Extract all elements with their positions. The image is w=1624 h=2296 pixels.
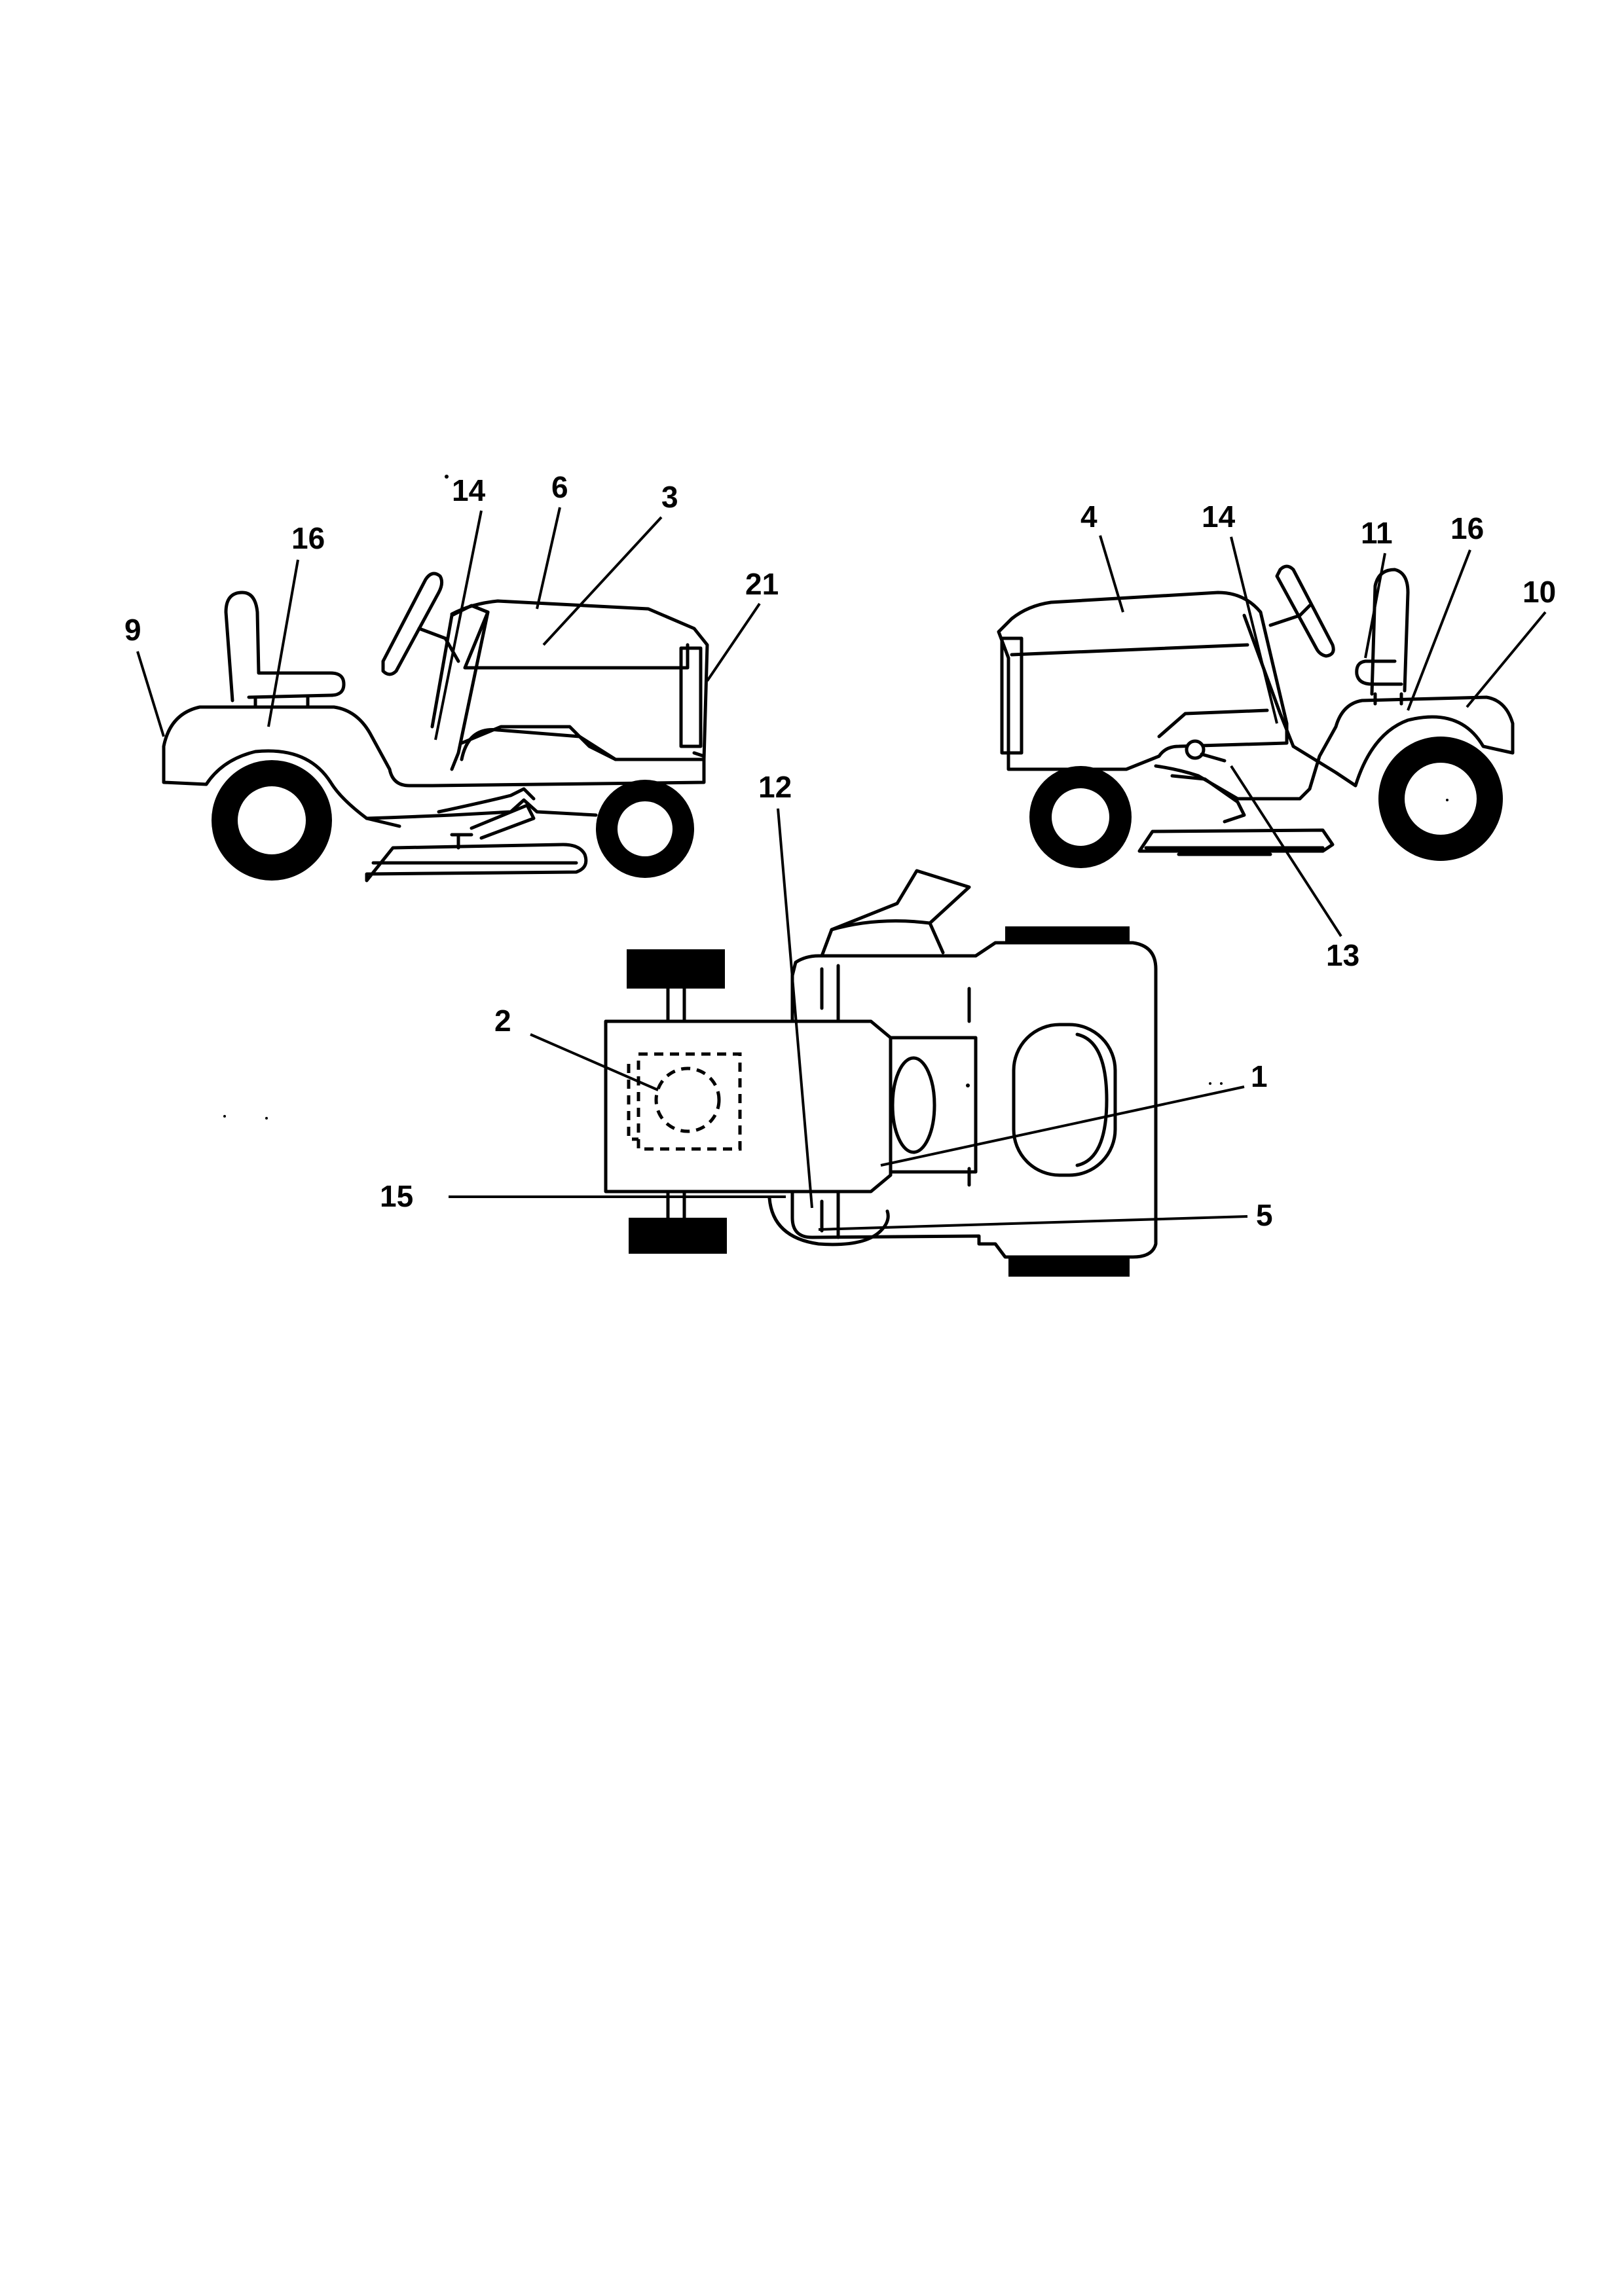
hood [997, 591, 1289, 771]
rear-fender [1291, 695, 1515, 801]
callout-label: 12 [758, 770, 792, 804]
front-wheel [1029, 766, 1132, 868]
body-outline [790, 941, 1158, 1259]
steering-wheel [381, 572, 460, 676]
rear-wheel [1005, 926, 1130, 943]
dash-tower [1242, 613, 1295, 748]
tractor-right-side-view [997, 564, 1515, 868]
mower-deck [1137, 774, 1335, 856]
discharge-chute [820, 869, 971, 958]
scan-specks [223, 475, 1449, 1120]
front-wheel [596, 780, 694, 878]
rear-fender [162, 705, 706, 828]
callout-label: 3 [661, 480, 678, 514]
hood-side-panel [1157, 708, 1269, 738]
dash-tower [430, 604, 490, 771]
callout-label: 14 [1202, 500, 1236, 534]
callout-label: 16 [291, 521, 325, 555]
steering-wheel [1268, 564, 1335, 658]
right-side-callouts: 4 14 11 16 10 13 [1080, 500, 1556, 972]
grille [1000, 636, 1024, 755]
callout-label: 21 [745, 567, 779, 601]
top-view-callouts: 12 2 1 15 5 [380, 770, 1273, 1232]
mower-deck [365, 787, 588, 883]
callout-label: 1 [1251, 1059, 1268, 1093]
dash-console [889, 1036, 978, 1174]
frame-rail [1154, 764, 1302, 801]
callout-label: 9 [124, 613, 141, 647]
seat [1355, 568, 1410, 706]
callout-label: 5 [1256, 1198, 1273, 1232]
seat [1012, 1023, 1117, 1177]
grille [679, 646, 703, 748]
callout-label: 11 [1361, 516, 1393, 550]
rear-wheel [1378, 737, 1503, 861]
tractor-top-view [604, 869, 1158, 1277]
callout-label: 16 [1450, 511, 1484, 545]
front-wheel [627, 949, 725, 989]
front-wheel [629, 1218, 727, 1254]
callout-label: 10 [1522, 575, 1556, 609]
tractor-left-side-view [162, 572, 709, 883]
discharge-chute-detail [830, 919, 932, 932]
callout-label: 6 [551, 470, 568, 504]
left-side-callouts: 14 6 3 16 21 9 [124, 470, 779, 740]
front-axle [666, 987, 686, 1221]
lift-lever [1185, 739, 1227, 763]
callout-label: 14 [452, 473, 486, 507]
callout-label: 13 [1326, 938, 1359, 972]
callout-label: 2 [494, 1004, 511, 1038]
mower-deck-edge [767, 1196, 890, 1247]
callout-label: 15 [380, 1179, 413, 1213]
engine-outline [627, 1052, 742, 1151]
rear-wheel [212, 760, 332, 881]
hood-side-panel [460, 725, 618, 761]
callout-label: 4 [1080, 500, 1098, 534]
rear-wheel [1008, 1257, 1130, 1277]
seat [224, 591, 346, 709]
steering-column [891, 1056, 936, 1154]
hood [604, 1019, 893, 1194]
